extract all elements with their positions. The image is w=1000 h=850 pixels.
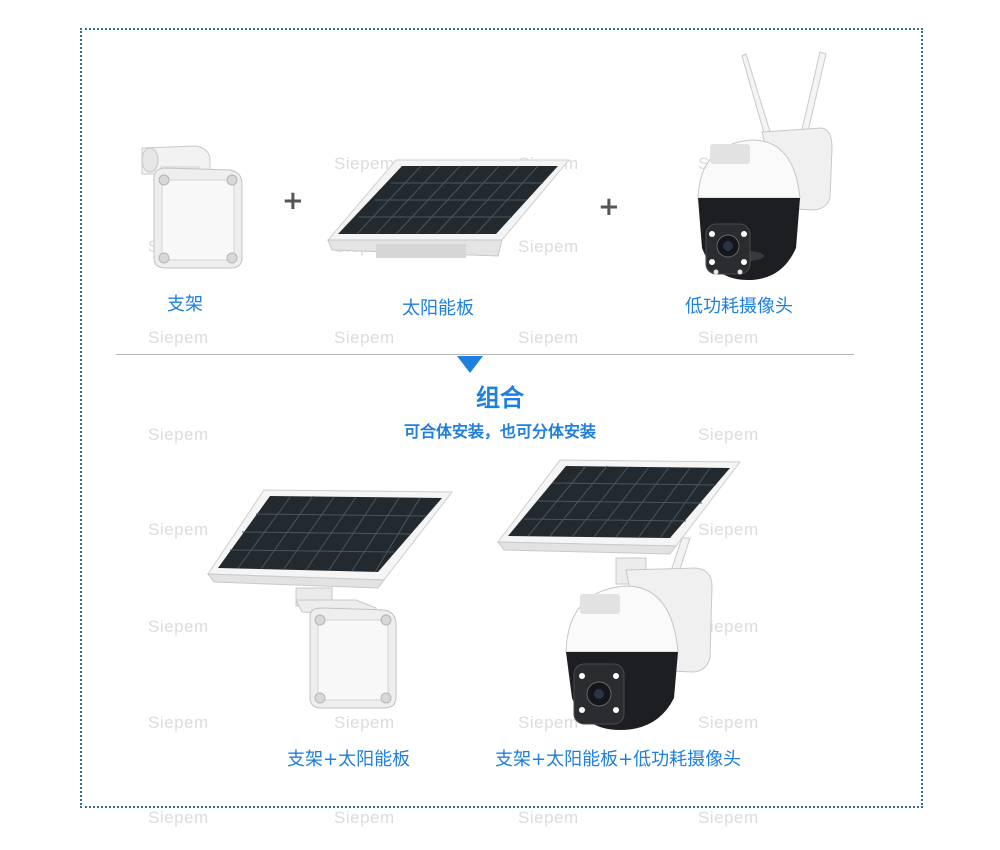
watermark: Siepem [148, 520, 209, 539]
bracket-solar-combo-image [206, 489, 454, 709]
watermark: Siepem [698, 808, 759, 827]
combo-title: 组合 [476, 384, 524, 412]
watermark: Siepem [148, 425, 209, 444]
watermark: Siepem [518, 328, 579, 347]
bracket-label: 支架 [167, 294, 203, 315]
watermark: Siepem [148, 328, 209, 347]
plus-sign: + [282, 186, 304, 216]
plus-sign: + [598, 192, 620, 222]
solar-panel-label: 太阳能板 [402, 298, 474, 319]
watermark: Siepem [334, 154, 395, 173]
watermark: Siepem [698, 425, 759, 444]
full-combo-label: 支架+太阳能板+低功耗摄像头 [495, 749, 742, 770]
solar-panel-image [326, 159, 571, 258]
watermark: Siepem [334, 328, 395, 347]
watermark: Siepem [698, 328, 759, 347]
section-divider [116, 354, 854, 355]
bracket-solar-label: 支架+太阳能板 [287, 749, 411, 770]
camera-label: 低功耗摄像头 [685, 296, 793, 317]
watermark: Siepem [334, 808, 395, 827]
watermark: Siepem [698, 617, 759, 636]
bracket-image [141, 145, 243, 269]
watermark: Siepem [698, 713, 759, 732]
watermark: Siepem [518, 808, 579, 827]
camera-image [697, 51, 833, 280]
watermark: Siepem [334, 713, 395, 732]
watermark: Siepem [518, 237, 579, 256]
dotted-frame [80, 28, 923, 808]
watermark: Siepem [148, 713, 209, 732]
watermark: Siepem [148, 617, 209, 636]
full-combo-image [496, 459, 742, 730]
watermark: Siepem [698, 520, 759, 539]
combo-subtitle: 可合体安装，也可分体安装 [403, 422, 596, 441]
watermark: Siepem [148, 808, 209, 827]
watermark: Siepem [518, 713, 579, 732]
down-arrow-icon [457, 356, 483, 373]
